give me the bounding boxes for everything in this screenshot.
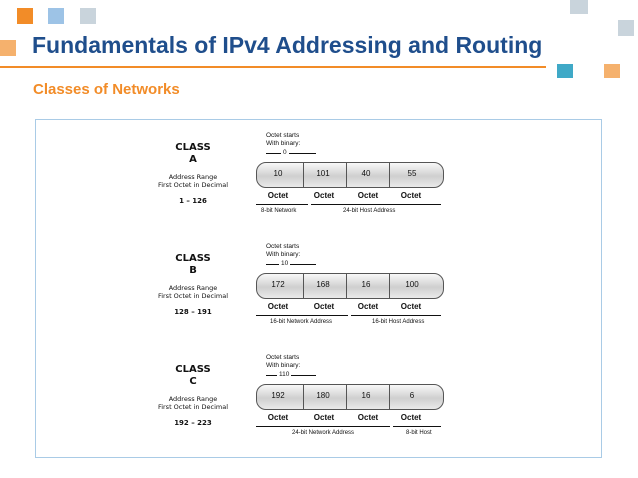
class-c-divider-2 (346, 385, 347, 409)
class-b-octet-2-value: 168 (316, 280, 330, 289)
deco-square-orange-right (604, 64, 620, 78)
class-b-octet-starts-label: Octet starts (266, 243, 300, 250)
class-c-letter: C (189, 376, 197, 387)
class-c-address-range-label: Address Range (168, 395, 218, 403)
class-b-octet-3-value: 16 (361, 280, 371, 289)
page-subtitle: Classes of Networks (33, 81, 180, 98)
class-c-binary-prefix: 110 (277, 371, 292, 379)
class-c-octet-4-value: 6 (409, 391, 415, 400)
class-c-host-arrow (393, 426, 441, 427)
class-a-octet-3-value: 40 (361, 169, 371, 178)
class-a-divider-1 (303, 163, 304, 187)
page-title: Fundamentals of IPv4 Addressing and Rout… (32, 32, 543, 58)
deco-square-orange-small (0, 40, 16, 56)
class-c-label: CLASS (175, 364, 211, 375)
class-a-letter: A (189, 154, 197, 165)
class-c-octet-2-label: Octet (313, 413, 335, 422)
deco-square-gray (80, 8, 96, 24)
class-a-address-pipe: 10 101 40 55 (256, 162, 444, 188)
class-b-octet-1-label: Octet (267, 302, 289, 311)
class-a-with-binary-label: With binary: (266, 140, 301, 147)
class-b-address-pipe: 172 168 16 100 (256, 273, 444, 299)
class-a-octet-4-value: 55 (407, 169, 417, 178)
class-a-host-arrow (311, 204, 441, 205)
class-b-host-arrow (351, 315, 441, 316)
class-b-network-bits: 16-bit Network Address (270, 319, 333, 325)
class-c-octet-starts-label: Octet starts (266, 354, 300, 361)
class-a-octet-2-value: 101 (316, 169, 330, 178)
deco-square-gray-right2 (618, 20, 634, 36)
class-c-octet-3-label: Octet (357, 413, 379, 422)
class-a-label: CLASS (175, 142, 211, 153)
class-b-label: CLASS (175, 253, 211, 264)
class-b-letter: B (189, 265, 197, 276)
class-a-divider-3 (389, 163, 390, 187)
class-c-octet-3-value: 16 (361, 391, 371, 400)
class-b-address-range-label: Address Range (168, 284, 218, 292)
class-b-binary-prefix: 10 (279, 260, 291, 268)
class-a-prefix-arrow (266, 153, 316, 154)
class-c-divider-3 (389, 385, 390, 409)
network-classes-figure: CLASS A Address Range First Octet in Dec… (35, 119, 602, 458)
class-a-range-value: 1 – 126 (179, 197, 207, 205)
class-a-network-bits: 8-bit Network (261, 208, 297, 214)
class-c-range-value: 192 – 223 (174, 419, 212, 427)
class-c-host-bits: 8-bit Host (406, 430, 432, 436)
class-b-divider-2 (346, 274, 347, 298)
deco-square-gray-right (570, 0, 588, 14)
class-b-first-octet-label: First Octet in Decimal (157, 292, 229, 300)
class-b-host-bits: 16-bit Host Address (372, 319, 425, 325)
class-c-with-binary-label: With binary: (266, 362, 301, 369)
class-b-divider-1 (303, 274, 304, 298)
deco-square-orange (17, 8, 33, 24)
class-c-octet-1-value: 192 (271, 391, 285, 400)
class-b-octet-3-label: Octet (357, 302, 379, 311)
class-b-octet-1-value: 172 (271, 280, 285, 289)
class-c-octet-1-label: Octet (267, 413, 289, 422)
class-a-address-range-label: Address Range (168, 173, 218, 181)
class-c-first-octet-label: First Octet in Decimal (157, 403, 229, 411)
class-a-host-bits: 24-bit Host Address (343, 208, 396, 214)
class-b-octet-4-value: 100 (405, 280, 419, 289)
class-a-octet-1-value: 10 (273, 169, 283, 178)
class-c-divider-1 (303, 385, 304, 409)
class-a-octet-2-label: Octet (313, 191, 335, 200)
class-c-network-arrow (256, 426, 390, 427)
class-b-octet-2-label: Octet (313, 302, 335, 311)
title-divider (0, 66, 546, 68)
deco-square-blue (48, 8, 64, 24)
class-a-octet-3-label: Octet (357, 191, 379, 200)
class-a-octet-1-label: Octet (267, 191, 289, 200)
class-b-network-arrow (256, 315, 348, 316)
class-b-prefix-arrow (266, 264, 316, 265)
class-b-range-value: 128 – 191 (174, 308, 212, 316)
class-c-address-pipe: 192 180 16 6 (256, 384, 444, 410)
deco-square-teal (557, 64, 573, 78)
class-b-octet-4-label: Octet (400, 302, 422, 311)
class-c-network-bits: 24-bit Network Address (292, 430, 355, 436)
class-a-divider-2 (346, 163, 347, 187)
class-c-octet-2-value: 180 (316, 391, 330, 400)
class-b-with-binary-label: With binary: (266, 251, 301, 258)
class-a-network-arrow (256, 204, 308, 205)
class-a-octet-starts-label: Octet starts (266, 132, 300, 139)
class-b-divider-3 (389, 274, 390, 298)
class-a-octet-4-label: Octet (400, 191, 422, 200)
class-a-binary-prefix: 0 (281, 149, 289, 157)
class-c-octet-4-label: Octet (400, 413, 422, 422)
class-a-first-octet-label: First Octet in Decimal (157, 181, 229, 189)
